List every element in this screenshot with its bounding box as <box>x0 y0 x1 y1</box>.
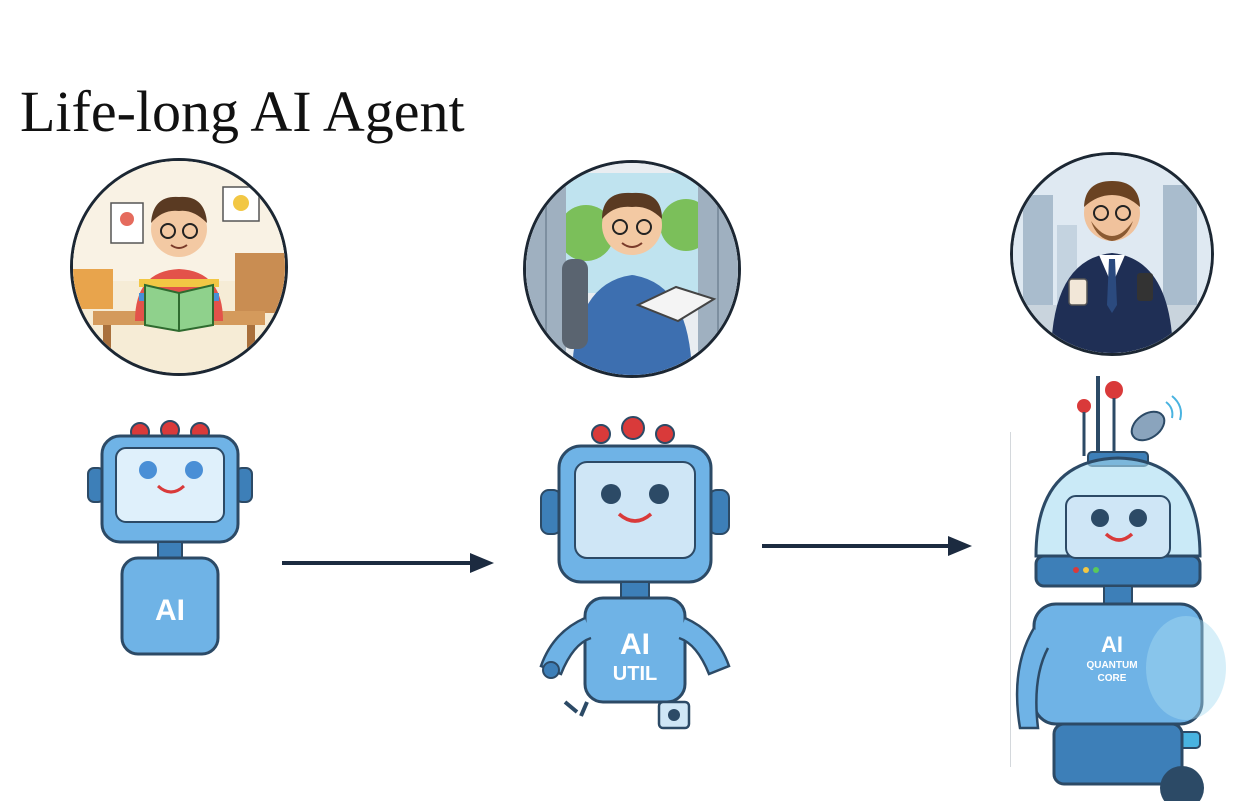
diagram-title: Life-long AI Agent <box>20 79 465 144</box>
child-reading-icon <box>70 158 288 376</box>
chest-label: AI <box>620 628 650 661</box>
chest-label: AI <box>1101 632 1123 657</box>
chest-sublabel-line2: CORE <box>1098 673 1127 684</box>
chest-label: AI <box>155 594 185 627</box>
progression-arrow <box>282 553 494 573</box>
small-robot-icon: AI <box>80 418 260 663</box>
chest-sublabel: UTIL <box>613 663 657 685</box>
medium-robot-icon: AI UTIL <box>525 412 745 747</box>
businessman-icon <box>1010 152 1214 356</box>
chest-sublabel-line1: QUANTUM <box>1086 660 1137 671</box>
student-with-book-icon <box>523 160 741 378</box>
advanced-robot-icon: AI QUANTUM CORE <box>1014 368 1234 806</box>
divider-line <box>1010 432 1011 767</box>
progression-arrow <box>762 536 972 556</box>
